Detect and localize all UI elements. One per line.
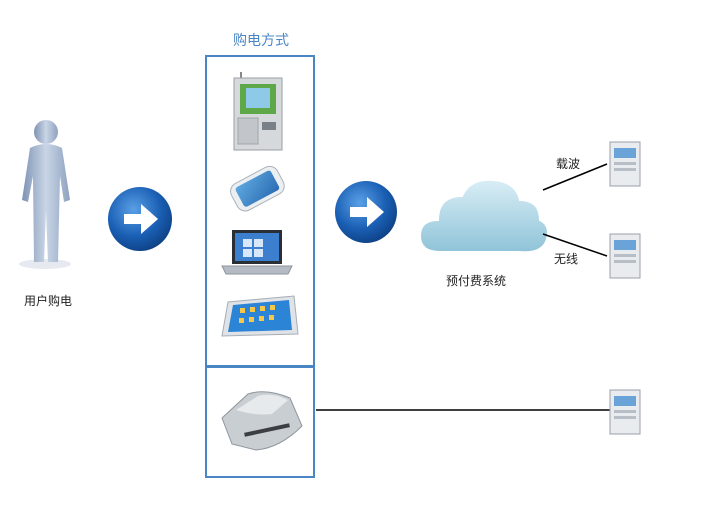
- meter-icon: [609, 233, 641, 279]
- card-reader-panel: [205, 366, 315, 478]
- arrow-right-icon: [108, 187, 172, 251]
- user-purchase-label: 用户购电: [24, 294, 73, 308]
- purchase-methods-title: 购电方式: [233, 33, 289, 49]
- wireless-label: 无线: [554, 252, 579, 266]
- meter-icon: [609, 141, 641, 187]
- person-icon: [19, 120, 71, 269]
- kiosk-icon: [233, 72, 283, 151]
- card-reader-icon: [221, 391, 303, 451]
- arrow-right-icon: [335, 181, 397, 243]
- cloud-icon: [418, 178, 549, 254]
- prepaid-system-label: 预付费系统: [446, 274, 507, 288]
- carrier-label: 载波: [556, 157, 581, 171]
- carrier-line: [542, 163, 608, 191]
- laptop-icon: [221, 230, 293, 275]
- smartphone-icon: [230, 165, 285, 212]
- wireless-line: [542, 233, 608, 257]
- meter-icon: [609, 389, 641, 435]
- tablet-icon: [221, 295, 299, 337]
